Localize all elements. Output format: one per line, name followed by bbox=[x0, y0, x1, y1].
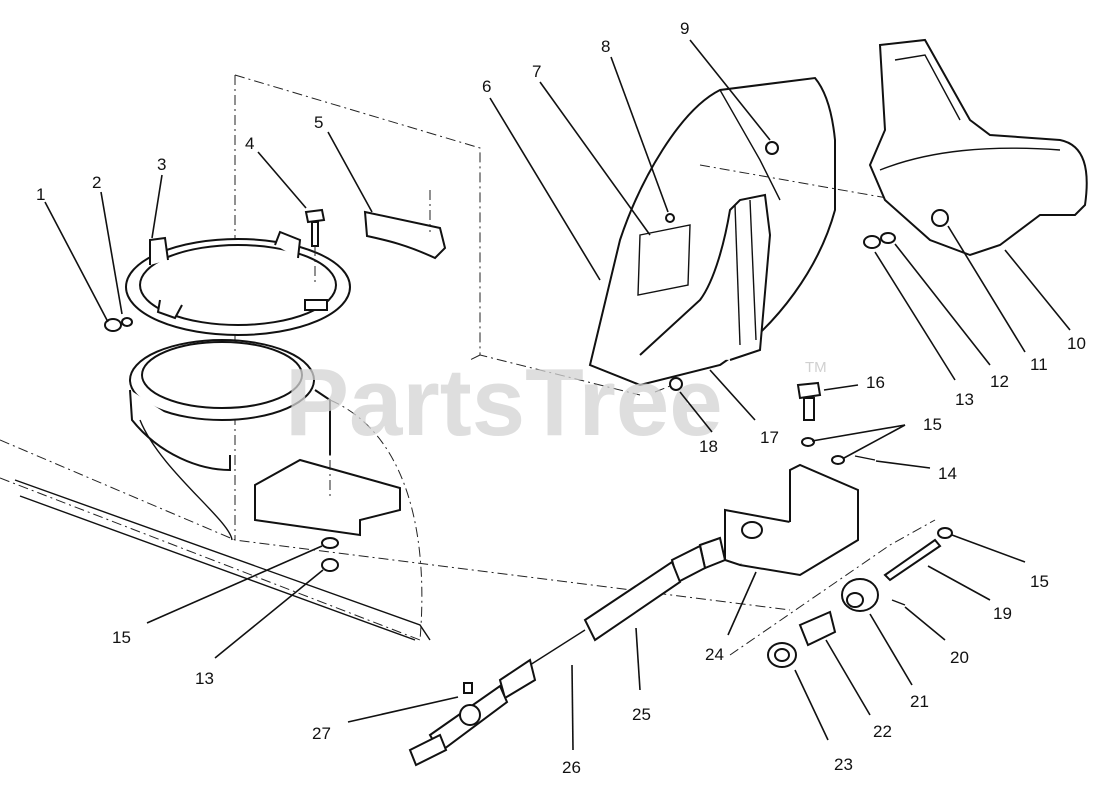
base-rail bbox=[14, 479, 431, 641]
callout-13-upper: 13 bbox=[955, 390, 974, 409]
callout-16: 16 bbox=[866, 373, 885, 392]
callout-26: 26 bbox=[562, 758, 581, 777]
u-bracket-24 bbox=[724, 463, 859, 577]
callout-22: 22 bbox=[873, 722, 892, 741]
callout-11: 11 bbox=[1030, 355, 1048, 374]
callout-17: 17 bbox=[760, 428, 779, 447]
chute-deflector bbox=[588, 76, 836, 387]
callout-25: 25 bbox=[632, 705, 651, 724]
callout-13-lower: 13 bbox=[195, 669, 214, 688]
callout-23: 23 bbox=[834, 755, 853, 774]
callout-7: 7 bbox=[532, 62, 541, 81]
callout-8: 8 bbox=[601, 37, 610, 56]
callout-9: 9 bbox=[680, 19, 689, 38]
support-bracket bbox=[254, 440, 401, 537]
washer-15-right bbox=[937, 527, 953, 539]
callout-5: 5 bbox=[314, 113, 323, 132]
callout-21: 21 bbox=[910, 692, 929, 711]
handle-grip bbox=[868, 38, 1088, 257]
sleeve-22 bbox=[798, 610, 837, 647]
callout-6: 6 bbox=[482, 77, 491, 96]
bolt-16 bbox=[796, 381, 822, 447]
flange-ring bbox=[125, 230, 351, 336]
leader-lines bbox=[44, 39, 1071, 751]
watermark-text: PartsTree bbox=[285, 349, 723, 456]
housing-outline bbox=[0, 74, 936, 656]
callout-15-lower: 15 bbox=[112, 628, 131, 647]
discharge-collar bbox=[129, 339, 331, 541]
callout-19: 19 bbox=[993, 604, 1012, 623]
callout-3: 3 bbox=[157, 155, 166, 174]
callout-4: 4 bbox=[245, 134, 254, 153]
control-cable bbox=[408, 536, 727, 767]
callout-24: 24 bbox=[705, 645, 724, 664]
callout-labels: 1 2 3 4 5 6 7 8 9 10 11 12 13 13 14 15 1… bbox=[36, 19, 1086, 777]
bushing-21 bbox=[841, 578, 879, 612]
bolt-4 bbox=[304, 208, 326, 285]
collar-23 bbox=[767, 642, 797, 668]
lower-washer-nut bbox=[321, 537, 339, 572]
pin-14 bbox=[831, 455, 876, 465]
callout-20: 20 bbox=[950, 648, 969, 667]
callout-14: 14 bbox=[938, 464, 957, 483]
watermark: PartsTree TM bbox=[285, 349, 827, 456]
callout-12: 12 bbox=[990, 372, 1009, 391]
callout-18: 18 bbox=[699, 437, 718, 456]
callout-2: 2 bbox=[92, 173, 101, 192]
handle-fasteners bbox=[863, 209, 949, 249]
rod-19 bbox=[883, 538, 942, 582]
callout-15-upper: 15 bbox=[923, 415, 942, 434]
pin-20 bbox=[891, 599, 906, 606]
bracket-block-5 bbox=[363, 190, 447, 260]
bolt-18 bbox=[654, 377, 683, 393]
callout-10: 10 bbox=[1067, 334, 1086, 353]
callout-27: 27 bbox=[312, 724, 331, 743]
callout-15-right: 15 bbox=[1030, 572, 1049, 591]
callout-1: 1 bbox=[36, 185, 45, 204]
nut-1 bbox=[104, 317, 133, 332]
watermark-trademark: TM bbox=[805, 359, 827, 376]
